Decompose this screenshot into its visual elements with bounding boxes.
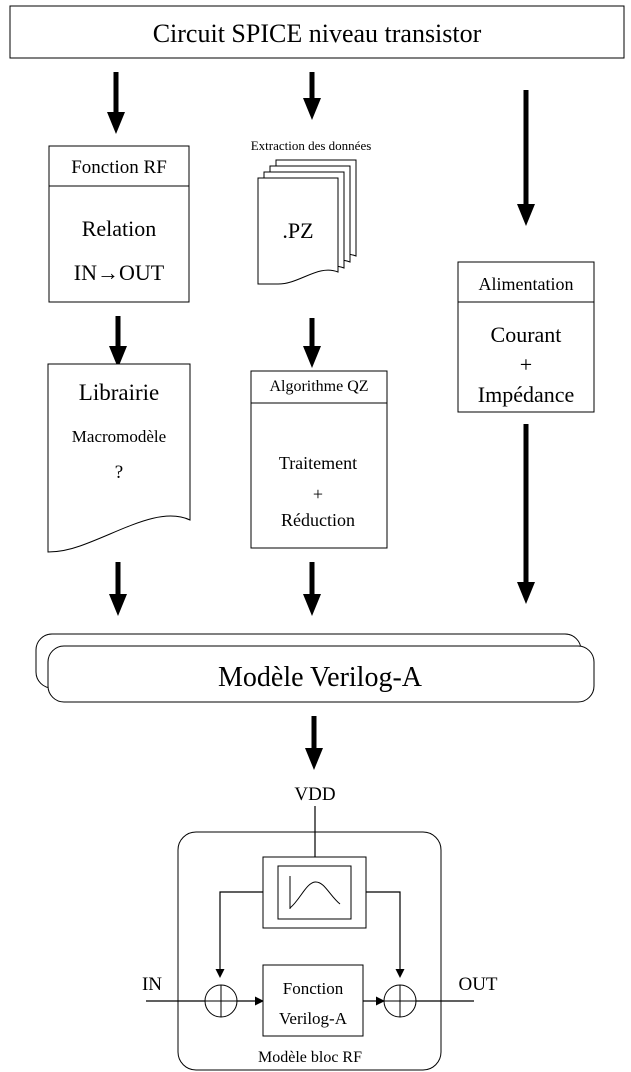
arrow-model-to-block	[305, 716, 323, 770]
in-label: IN	[142, 974, 162, 995]
out-label: OUT	[458, 974, 497, 995]
alimentation-line1: Courant	[491, 322, 562, 347]
rf-block-model: VDD IN Fonction Verilog-A	[142, 784, 498, 1071]
sum-right-node	[383, 984, 417, 1018]
arrow-librairie-to-model	[109, 562, 127, 616]
arrow-to-extraction	[303, 72, 321, 120]
rf-line1: Relation	[82, 216, 157, 241]
wire-filter-to-sum-right	[366, 891, 405, 978]
qz-header: Algorithme QZ	[269, 378, 368, 395]
arrows-lower	[109, 424, 535, 616]
sum-left-node	[204, 984, 238, 1018]
arrow-to-alimentation	[517, 90, 535, 226]
extraction-caption: Extraction des données	[251, 138, 372, 153]
arrows-top	[107, 72, 535, 226]
rf-function-box: Fonction RF Relation IN→OUT	[48, 145, 190, 303]
arrows-middle	[109, 316, 321, 368]
document-front	[257, 177, 339, 285]
rf-header: Fonction RF	[71, 157, 167, 178]
arrow-qz-to-model	[303, 562, 321, 616]
function-line1: Fonction	[283, 979, 344, 998]
block-outline	[177, 831, 442, 1071]
rf-line2: IN→OUT	[74, 260, 165, 285]
librairie-document: Librairie Macromodèle ?	[47, 363, 191, 553]
arrow-to-librairie	[109, 316, 127, 368]
alimentation-header: Alimentation	[479, 274, 574, 294]
qz-line2: +	[313, 484, 323, 504]
wire-filter-to-sum-left	[215, 891, 263, 978]
qz-line3: Réduction	[281, 510, 355, 530]
arrow-alimentation-to-model	[517, 424, 535, 604]
librairie-line1: Librairie	[79, 380, 159, 405]
vdd-label: VDD	[294, 784, 335, 805]
title-text: Circuit SPICE niveau transistor	[153, 19, 482, 48]
alimentation-line2: +	[520, 352, 532, 377]
librairie-line3: ?	[115, 462, 123, 483]
qz-algorithm-box: Algorithme QZ Traitement + Réduction	[250, 370, 388, 549]
arrow-to-rf	[107, 72, 125, 134]
qz-line1: Traitement	[279, 453, 357, 473]
alimentation-box: Alimentation Courant + Impédance	[457, 261, 595, 413]
librairie-line2: Macromodèle	[72, 427, 166, 446]
filter-response-icon	[289, 876, 341, 909]
extraction-group: Extraction des données .PZ	[251, 138, 372, 285]
block-caption: Modèle bloc RF	[258, 1049, 362, 1066]
pz-file-label: .PZ	[282, 218, 313, 243]
function-line2: Verilog-A	[279, 1009, 348, 1028]
verilog-model-text: Modèle Verilog-A	[218, 662, 423, 693]
function-verilog-box: Fonction Verilog-A	[262, 964, 364, 1037]
verilog-model-box: Modèle Verilog-A	[35, 633, 595, 703]
title-box: Circuit SPICE niveau transistor	[9, 5, 625, 59]
arrow-to-qz	[303, 318, 321, 368]
filter-box	[262, 856, 367, 929]
alimentation-line3: Impédance	[478, 382, 575, 407]
